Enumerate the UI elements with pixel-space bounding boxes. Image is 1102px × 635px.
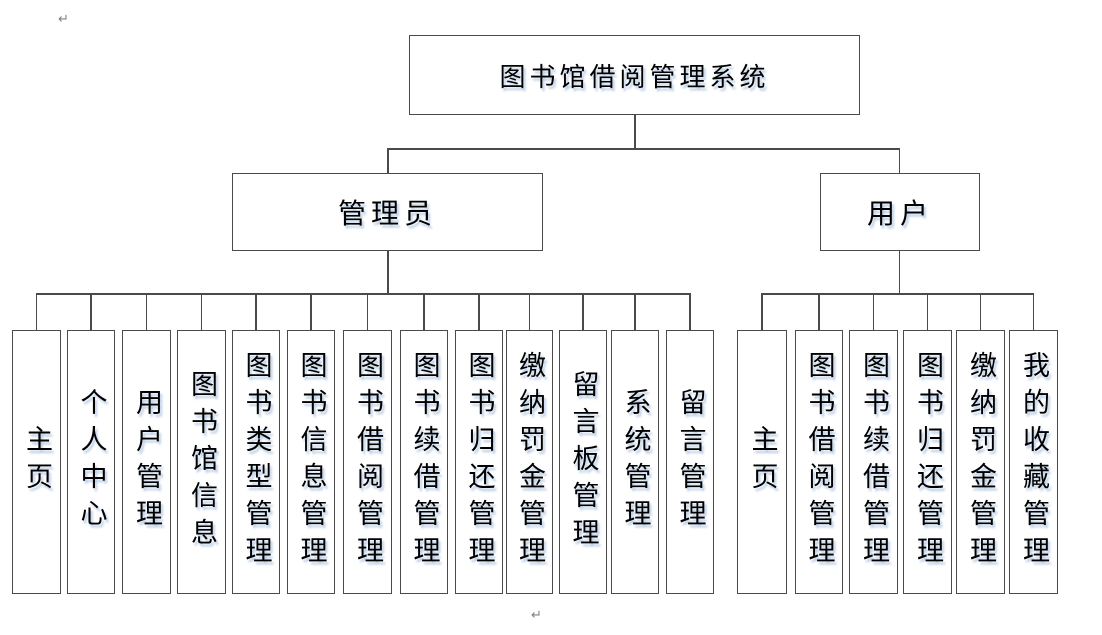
connector-leaf-drop	[582, 293, 584, 330]
connector-leaf-drop	[366, 293, 369, 330]
connector-root-drop	[634, 115, 636, 149]
connector-leaf-drop	[145, 293, 148, 330]
leaf-node-label: 主页	[747, 425, 778, 499]
connector-admin-top-drop	[387, 148, 389, 174]
root-node: 图书馆借阅管理系统	[409, 35, 860, 115]
leaf-node: 图书借阅管理	[343, 330, 392, 594]
connector-admin-bottom-drop	[387, 251, 389, 293]
leaf-node: 图书类型管理	[232, 330, 280, 594]
leaf-node-label: 图书信息管理	[296, 351, 327, 573]
leaf-node-label: 图书借阅管理	[353, 351, 383, 573]
branch-node-admin: 管理员	[232, 173, 543, 251]
leaf-node-label: 系统管理	[620, 388, 651, 536]
connector-leaf-drop	[979, 293, 982, 330]
leaf-node: 留言板管理	[559, 330, 607, 594]
connector-leaf-drop	[634, 293, 636, 330]
leaf-node-label: 图书借阅管理	[804, 351, 835, 573]
leaf-node-label: 留言板管理	[568, 369, 599, 555]
root-node-label: 图书馆借阅管理系统	[499, 61, 770, 92]
connector-leaf-drop	[761, 293, 763, 330]
connector-leaf-drop	[926, 293, 929, 330]
leaf-node: 个人中心	[67, 330, 115, 594]
leaf-node: 主页	[737, 330, 787, 594]
leaf-node-label: 图书续借管理	[859, 351, 889, 573]
leaf-node-label: 图书续借管理	[409, 351, 440, 573]
connector-leaf-drop	[1032, 293, 1035, 330]
leaf-node-label: 缴纳罚金管理	[515, 351, 545, 573]
leaf-node-label: 缴纳罚金管理	[966, 351, 996, 573]
leaf-node-label: 图书归还管理	[464, 351, 495, 573]
leaf-node: 我的收藏管理	[1009, 330, 1058, 594]
leaf-node-label: 我的收藏管理	[1019, 351, 1049, 573]
leaf-node: 留言管理	[666, 330, 714, 594]
branch-node-user: 用户	[820, 173, 980, 251]
connector-leaf-drop	[818, 293, 820, 330]
connector-leaf-drop	[255, 293, 257, 330]
paragraph-mark-top: ↵	[58, 11, 69, 26]
connector-leaf-drop	[200, 293, 203, 330]
branch-node-user-label: 用户	[866, 198, 933, 229]
connector-leaf-drop	[478, 293, 480, 330]
leaf-node: 图书续借管理	[400, 330, 448, 594]
paragraph-mark-bottom: ↵	[531, 607, 542, 622]
leaf-node: 图书归还管理	[455, 330, 503, 594]
leaf-node: 图书信息管理	[287, 330, 335, 594]
connector-leaf-drop	[310, 293, 312, 330]
leaf-node-label: 用户管理	[132, 388, 162, 536]
connector-leaf-drop	[689, 293, 691, 330]
leaf-node-label: 个人中心	[76, 388, 107, 536]
connector-leaf-drop	[872, 293, 875, 330]
leaf-node-label: 图书馆信息	[187, 369, 217, 555]
leaf-node-label: 主页	[22, 425, 52, 499]
connector-admin-children-bus	[36, 293, 691, 295]
leaf-node-label: 图书类型管理	[241, 351, 272, 573]
connector-leaf-drop	[528, 293, 531, 330]
leaf-node: 图书续借管理	[849, 330, 898, 594]
connector-leaf-drop	[423, 293, 425, 330]
leaf-node: 图书归还管理	[903, 330, 952, 594]
connector-user-children-bus	[761, 293, 1034, 295]
connector-level2-bus	[387, 148, 900, 150]
leaf-node-label: 图书归还管理	[913, 351, 943, 573]
leaf-node: 用户管理	[122, 330, 171, 594]
leaf-node: 缴纳罚金管理	[506, 330, 553, 594]
leaf-node-label: 留言管理	[675, 388, 706, 536]
leaf-node: 图书馆信息	[177, 330, 226, 594]
leaf-node: 缴纳罚金管理	[956, 330, 1005, 594]
connector-user-top-drop	[898, 148, 901, 174]
connector-user-bottom-drop	[898, 251, 901, 293]
connector-leaf-drop	[35, 293, 38, 330]
connector-leaf-drop	[90, 293, 92, 330]
leaf-node: 系统管理	[611, 330, 659, 594]
leaf-node: 图书借阅管理	[795, 330, 843, 594]
branch-node-admin-label: 管理员	[337, 198, 437, 229]
leaf-node: 主页	[12, 330, 61, 594]
